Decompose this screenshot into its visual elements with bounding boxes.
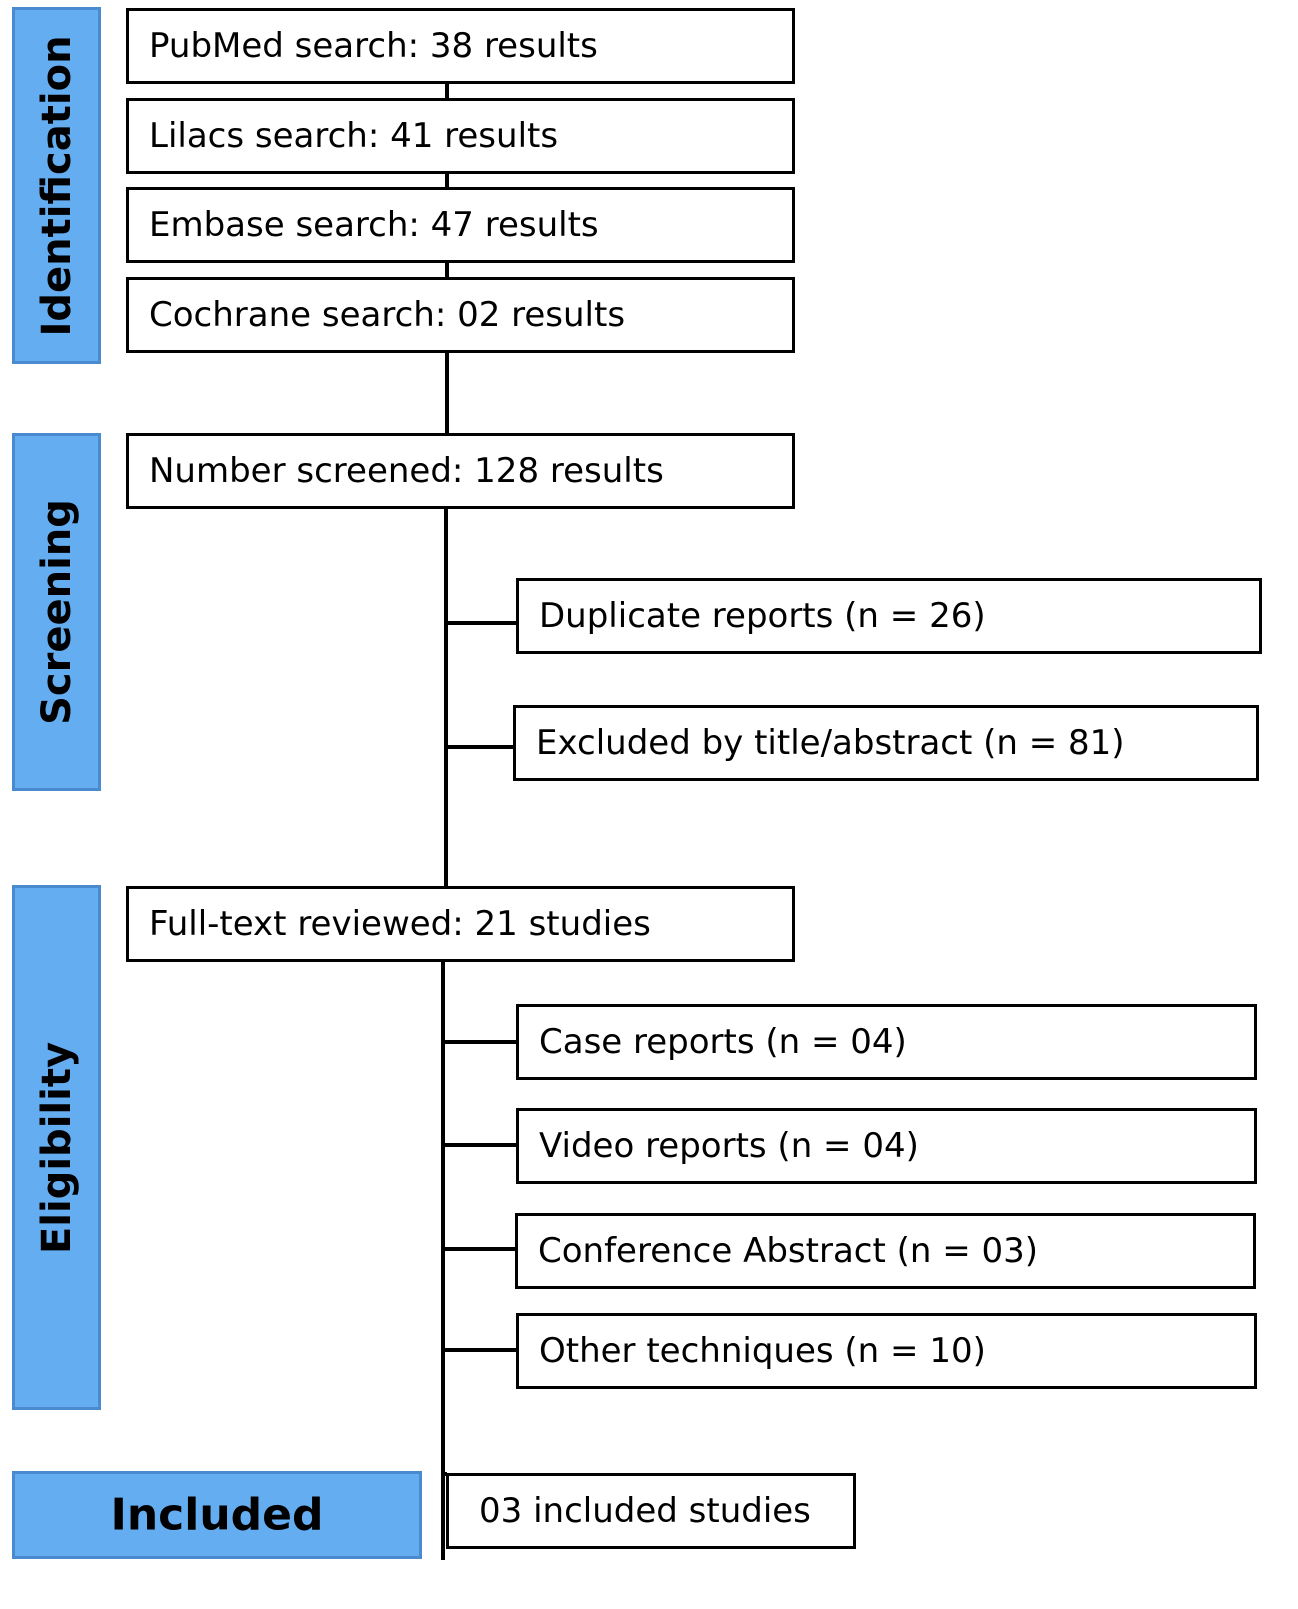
connector-main-eligibility: [441, 960, 445, 1560]
box-included-studies: 03 included studies: [446, 1473, 856, 1549]
connector-other-techniques: [441, 1348, 517, 1352]
box-excluded-title-abstract: Excluded by title/abstract (n = 81): [513, 705, 1259, 781]
connector-main-screening: [444, 507, 448, 892]
phase-included-label: Included: [110, 1489, 324, 1541]
phase-identification-label: Identification: [33, 34, 80, 337]
box-other-techniques: Other techniques (n = 10): [516, 1313, 1257, 1389]
box-lilacs-search: Lilacs search: 41 results: [126, 98, 795, 174]
connector-conference: [441, 1247, 517, 1251]
phase-identification: Identification: [12, 7, 101, 364]
box-pubmed-search: PubMed search: 38 results: [126, 8, 795, 84]
phase-included: Included: [12, 1471, 422, 1559]
connector-duplicates: [444, 621, 517, 625]
box-duplicate-reports: Duplicate reports (n = 26): [516, 578, 1262, 654]
box-conference-abstract: Conference Abstract (n = 03): [515, 1213, 1256, 1289]
box-cochrane-search: Cochrane search: 02 results: [126, 277, 795, 353]
phase-eligibility-label: Eligibility: [33, 1041, 80, 1254]
box-embase-search: Embase search: 47 results: [126, 187, 795, 263]
connector-excluded: [444, 745, 514, 749]
connector-video-reports: [441, 1143, 517, 1147]
box-video-reports: Video reports (n = 04): [516, 1108, 1257, 1184]
box-number-screened: Number screened: 128 results: [126, 433, 795, 509]
phase-eligibility: Eligibility: [12, 885, 101, 1410]
box-case-reports: Case reports (n = 04): [516, 1004, 1257, 1080]
phase-screening-label: Screening: [33, 499, 80, 725]
box-fulltext-reviewed: Full-text reviewed: 21 studies: [126, 886, 795, 962]
connector-included: [441, 1472, 447, 1476]
connector-case-reports: [441, 1040, 517, 1044]
phase-screening: Screening: [12, 433, 101, 791]
